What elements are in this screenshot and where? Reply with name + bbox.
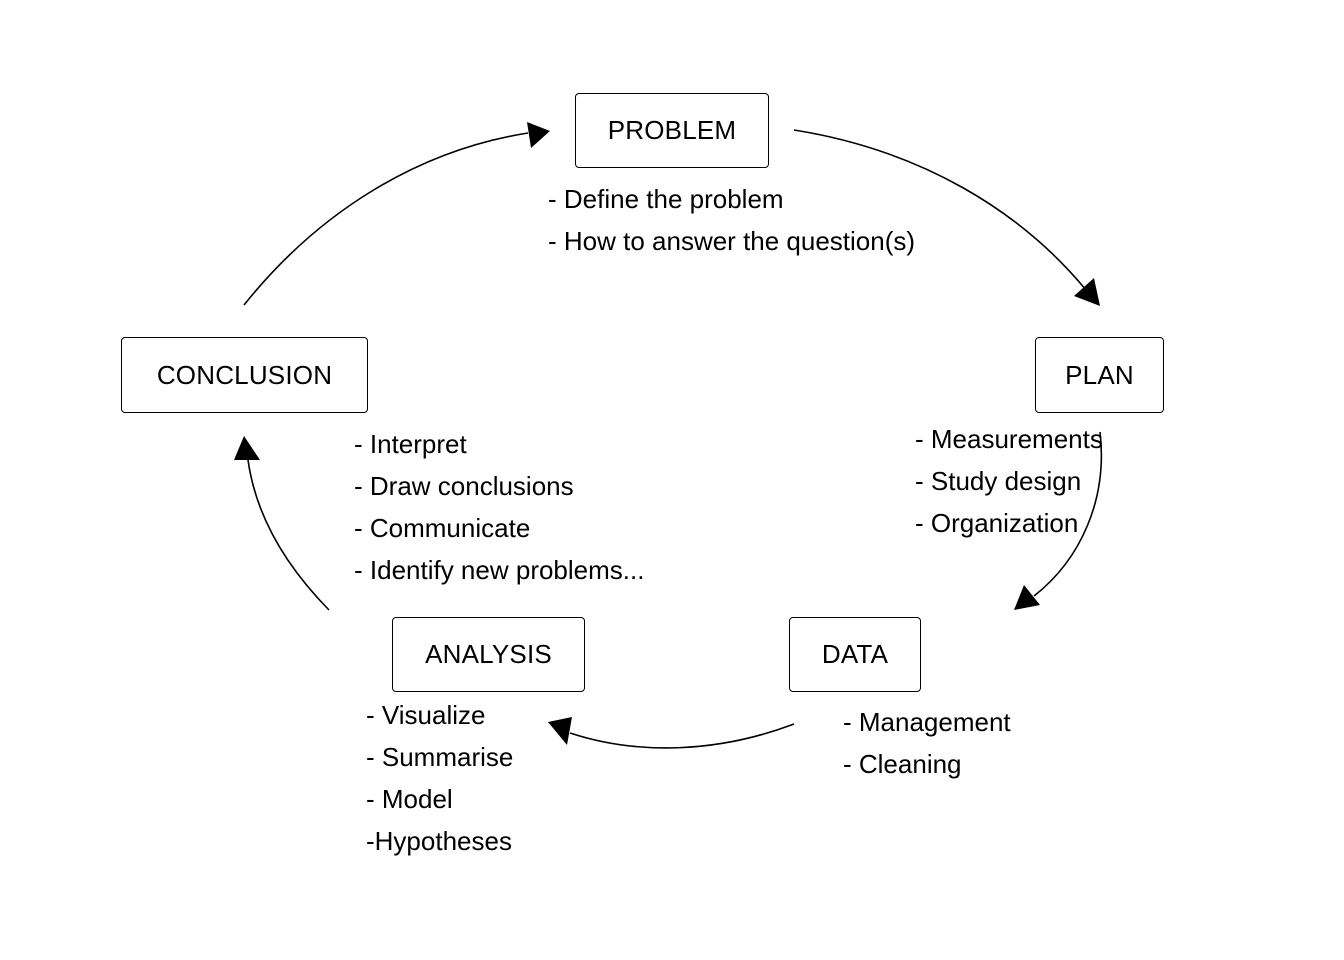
notes-plan: - Measurements - Study design - Organiza… [915, 418, 1103, 544]
notes-conclusion: - Interpret - Draw conclusions - Communi… [354, 423, 644, 591]
node-problem: PROBLEM [575, 93, 769, 168]
note-item: - Model [366, 784, 453, 814]
note-item: - Draw conclusions [354, 471, 574, 501]
note-item: -Hypotheses [366, 826, 512, 856]
node-data-label: DATA [821, 639, 889, 669]
arrow-problem-to-plan [793, 129, 1087, 291]
arrow-plan-to-data [1033, 431, 1103, 597]
note-item: - Summarise [366, 742, 514, 772]
notes-analysis: - Visualize - Summarise - Model -Hypothe… [366, 694, 513, 862]
note-item: - Interpret [354, 429, 467, 459]
arrow-conclusion-to-problem [243, 132, 529, 306]
arrowhead-data-to-analysis [548, 717, 572, 745]
node-analysis: ANALYSIS [392, 617, 585, 692]
node-data: DATA [789, 617, 921, 692]
node-problem-label: PROBLEM [607, 115, 737, 145]
note-item: - Visualize [366, 700, 486, 730]
note-item: - Communicate [354, 513, 531, 543]
arrow-data-to-analysis [569, 723, 795, 749]
arrowhead-problem-to-plan [1074, 278, 1100, 306]
note-item: - Define the problem [548, 184, 784, 214]
node-analysis-label: ANALYSIS [425, 639, 552, 669]
notes-data: - Management - Cleaning [843, 701, 1011, 785]
node-plan: PLAN [1035, 337, 1164, 413]
note-item: - Measurements [915, 424, 1103, 454]
node-conclusion-label: CONCLUSION [156, 359, 333, 390]
note-item: - Management [843, 707, 1011, 737]
arrow-analysis-to-conclusion [247, 459, 330, 611]
note-item: - Study design [915, 466, 1082, 496]
notes-problem: - Define the problem - How to answer the… [548, 178, 915, 262]
note-item: - Organization [915, 508, 1079, 538]
note-item: - How to answer the question(s) [548, 226, 916, 256]
node-plan-label: PLAN [1065, 359, 1134, 390]
note-item: - Cleaning [843, 749, 962, 779]
node-conclusion: CONCLUSION [121, 337, 368, 413]
arrowhead-analysis-to-conclusion [234, 436, 260, 460]
arrowhead-conclusion-to-problem [527, 122, 550, 148]
arrowhead-plan-to-data [1014, 585, 1040, 610]
note-item: - Identify new problems... [354, 555, 645, 585]
